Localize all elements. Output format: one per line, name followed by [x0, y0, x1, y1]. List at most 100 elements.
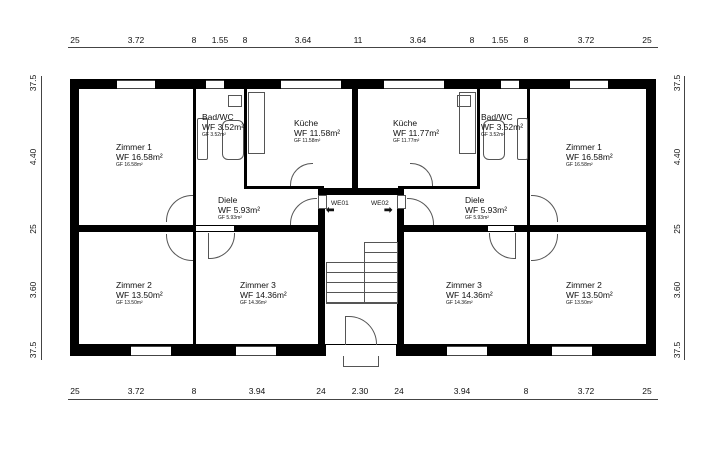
- dim-top: 3.72: [577, 35, 595, 45]
- dim-left: 3.60: [28, 281, 38, 299]
- entrance-door-we02[interactable]: [407, 198, 434, 225]
- room-gf: GF 14.36m²: [446, 300, 473, 306]
- top-dimension-line: [68, 47, 658, 48]
- room-gf: GF 5.93m²: [465, 215, 489, 221]
- room-name: Küche: [393, 118, 418, 128]
- door-swing[interactable]: [531, 234, 558, 261]
- door-opening: [196, 226, 208, 231]
- door-swing[interactable]: [208, 233, 235, 259]
- room-name: Zimmer 3: [240, 280, 276, 290]
- interior-wall: [477, 89, 480, 189]
- dim-right: 37.5: [672, 341, 682, 359]
- door-swing[interactable]: [166, 195, 193, 222]
- stair-flight-down: [364, 242, 398, 304]
- window: [552, 346, 592, 356]
- stair-door-opening[interactable]: [397, 195, 406, 209]
- dim-top: 11: [353, 35, 363, 45]
- door-swing[interactable]: [410, 163, 433, 186]
- building-entrance-door[interactable]: [345, 316, 377, 345]
- room-gf: GF 14.36m²: [240, 300, 267, 306]
- room-wf: WF 13.50m²: [566, 290, 613, 300]
- window: [501, 80, 519, 89]
- room-gf: GF 3.52m²: [202, 132, 226, 138]
- stair-wall-top: [318, 188, 404, 195]
- kitchen-counter-icon: [248, 92, 265, 154]
- dim-top: 8: [242, 35, 248, 45]
- dim-right: 37.5: [672, 74, 682, 92]
- room-gf: GF 13.50m²: [116, 300, 143, 306]
- kitchen-wall: [244, 186, 324, 189]
- door-swing[interactable]: [166, 234, 193, 261]
- dim-left: 25: [28, 224, 38, 234]
- left-dimension-line: [41, 76, 42, 360]
- stair-wall-right: [397, 188, 404, 356]
- room-wf: WF 5.93m²: [465, 205, 508, 215]
- room-wf: WF 3.52m²: [481, 122, 524, 132]
- stair-door-opening[interactable]: [318, 195, 327, 209]
- door-swing[interactable]: [290, 163, 313, 186]
- room-gf: GF 3.52m²: [481, 132, 505, 138]
- dim-top: 3.64: [294, 35, 312, 45]
- dim-right: 3.60: [672, 281, 682, 299]
- entrance-door-we01[interactable]: [290, 198, 317, 225]
- room-name: Bad/WC: [202, 112, 234, 122]
- dim-top: 1.55: [211, 35, 229, 45]
- room-name: Diele: [218, 195, 238, 205]
- party-wall: [352, 89, 358, 189]
- dim-bottom: 24: [316, 386, 326, 396]
- dim-top: 3.64: [409, 35, 427, 45]
- interior-wall: [244, 89, 247, 189]
- bathtub-icon: [197, 118, 208, 160]
- stair-entrance: [326, 345, 396, 356]
- dim-top: 8: [469, 35, 475, 45]
- toilet-icon: [457, 95, 471, 107]
- room-wf: WF 5.93m²: [218, 205, 261, 215]
- room-name: Bad/WC: [481, 112, 513, 122]
- dim-top: 8: [523, 35, 529, 45]
- outer-wall-top: [70, 79, 656, 89]
- dim-right: 25: [672, 224, 682, 234]
- bottom-dimension-line: [68, 399, 658, 400]
- room-wf: WF 11.58m²: [294, 128, 341, 138]
- interior-wall: [527, 89, 530, 344]
- room-gf: GF 5.93m²: [218, 215, 242, 221]
- dim-bottom: 25: [642, 386, 652, 396]
- dim-bottom: 25: [70, 386, 80, 396]
- room-wf: WF 14.36m²: [446, 290, 493, 300]
- outer-wall-right: [646, 79, 656, 356]
- dim-bottom: 24: [394, 386, 404, 396]
- toilet-icon: [228, 95, 242, 107]
- kitchen-wall: [398, 186, 480, 189]
- outer-wall-left: [70, 79, 79, 356]
- entrance-step: [343, 355, 379, 367]
- dim-left: 4.40: [28, 148, 38, 166]
- stair-flight-up: [326, 262, 368, 304]
- shower-tub-icon: [483, 120, 505, 160]
- room-name: Zimmer 3: [446, 280, 482, 290]
- room-gf: GF 13.50m²: [566, 300, 593, 306]
- window: [206, 80, 224, 89]
- dim-top: 25: [70, 35, 80, 45]
- dim-bottom: 3.94: [453, 386, 471, 396]
- room-name: Zimmer 1: [116, 142, 152, 152]
- bathtub-icon: [517, 118, 528, 160]
- door-swing[interactable]: [489, 233, 516, 259]
- dim-left: 37.5: [28, 341, 38, 359]
- arrow-left-icon: ⬅: [326, 205, 335, 216]
- dim-bottom: 8: [523, 386, 529, 396]
- room-gf: GF 11.58m²: [294, 138, 321, 144]
- room-name: Zimmer 2: [566, 280, 602, 290]
- window: [117, 80, 155, 89]
- dim-bottom: 8: [191, 386, 197, 396]
- door-swing[interactable]: [531, 195, 558, 222]
- dim-bottom: 3.72: [577, 386, 595, 396]
- door-opening: [208, 226, 234, 231]
- window: [447, 346, 487, 356]
